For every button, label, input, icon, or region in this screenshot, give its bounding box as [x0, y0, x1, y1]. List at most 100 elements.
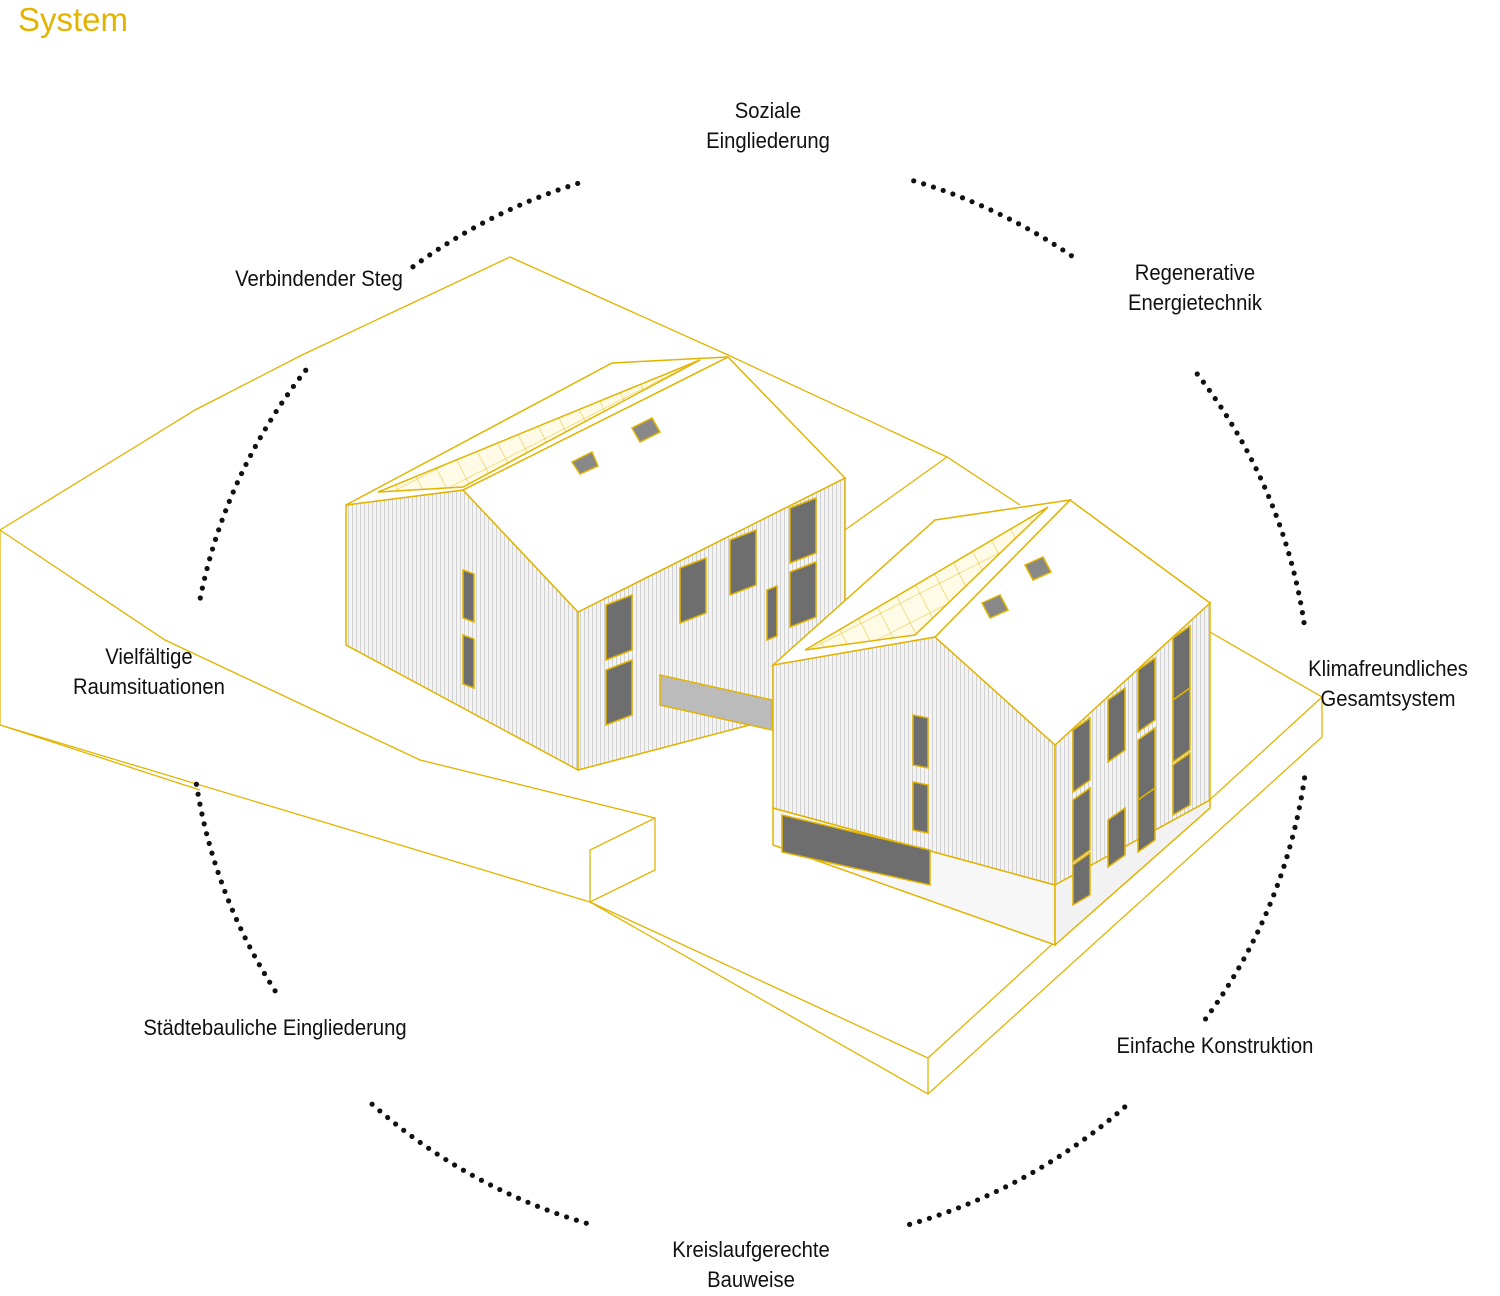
- dot: [1206, 387, 1212, 393]
- dot: [1021, 1174, 1027, 1180]
- dot: [1255, 929, 1261, 935]
- dot: [565, 184, 571, 190]
- dot: [222, 888, 228, 895]
- dot: [498, 211, 504, 217]
- dot: [1273, 512, 1279, 518]
- dot: [1276, 522, 1283, 528]
- dot: [1288, 560, 1295, 566]
- dot: [515, 1195, 522, 1201]
- dot: [256, 962, 262, 968]
- dot: [290, 383, 297, 390]
- dot: [206, 840, 212, 847]
- dot: [219, 517, 225, 523]
- dot: [252, 443, 258, 450]
- dot: [1039, 1164, 1045, 1170]
- dot: [267, 979, 273, 985]
- dot: [434, 1151, 440, 1157]
- dot: [197, 801, 203, 807]
- label-line: Kreislaufgerechte: [672, 1237, 830, 1262]
- dot: [238, 470, 245, 477]
- dot: [247, 944, 253, 950]
- dot: [1287, 844, 1293, 850]
- dot: [417, 1139, 423, 1146]
- dot: [444, 241, 450, 247]
- dot: [203, 831, 210, 837]
- dot: [262, 426, 269, 432]
- dot: [1248, 457, 1255, 463]
- dot: [1271, 892, 1277, 898]
- right-building: [770, 498, 1212, 947]
- dot: [1194, 371, 1200, 377]
- dot: [1012, 1179, 1018, 1185]
- dot: [936, 1212, 942, 1218]
- dot: [487, 1182, 494, 1188]
- dot: [209, 850, 215, 856]
- dot: [507, 206, 513, 213]
- dot: [238, 926, 244, 932]
- dot: [393, 1121, 399, 1127]
- dot: [1068, 253, 1074, 259]
- dot: [1292, 824, 1298, 830]
- dot: [573, 1217, 579, 1223]
- dot: [534, 1203, 541, 1209]
- dot: [1266, 493, 1272, 500]
- dot: [1200, 379, 1206, 385]
- label-line: Bauweise: [707, 1267, 795, 1292]
- dot: [247, 452, 254, 459]
- dot: [1296, 590, 1302, 596]
- dot: [525, 1199, 531, 1205]
- dot: [204, 565, 210, 572]
- dot: [222, 508, 229, 514]
- dot: [1280, 531, 1286, 537]
- dot: [385, 1114, 391, 1121]
- dot: [1003, 1184, 1009, 1190]
- dot: [1298, 795, 1304, 801]
- dot: [1289, 834, 1296, 840]
- dot: [303, 367, 309, 373]
- dot: [517, 202, 523, 208]
- dot: [1269, 503, 1276, 509]
- label-line: Eingliederung: [706, 128, 830, 153]
- dot: [1214, 999, 1220, 1005]
- dot: [984, 1193, 990, 1199]
- dot: [233, 916, 240, 923]
- dot: [1246, 947, 1252, 953]
- dot: [946, 1208, 952, 1215]
- dot: [435, 246, 441, 252]
- dot: [921, 181, 927, 187]
- dot: [410, 264, 416, 270]
- dot: [1033, 231, 1040, 237]
- dot: [216, 527, 222, 533]
- dot: [272, 988, 278, 994]
- dot: [1250, 938, 1256, 944]
- dot: [268, 417, 274, 423]
- dot: [1236, 965, 1242, 971]
- dot: [1281, 863, 1287, 869]
- dot: [451, 1162, 458, 1168]
- dot: [229, 907, 236, 913]
- dot: [978, 203, 985, 209]
- label-line: Einfache Konstruktion: [1116, 1033, 1314, 1058]
- dot: [497, 1186, 503, 1193]
- dotted-circle: [193, 178, 1308, 1227]
- dot: [426, 1145, 432, 1151]
- dot: [544, 1207, 550, 1213]
- dot: [955, 1205, 962, 1211]
- dot: [443, 1156, 449, 1163]
- dot: [1047, 1159, 1054, 1165]
- dot: [911, 178, 917, 184]
- dot: [1106, 1117, 1112, 1123]
- dot: [427, 252, 433, 258]
- dot: [243, 461, 249, 468]
- dot: [279, 400, 285, 406]
- dot: [202, 575, 208, 581]
- dot: [1225, 982, 1231, 988]
- dot: [199, 585, 205, 591]
- dot: [1241, 956, 1247, 962]
- dot: [1274, 882, 1280, 888]
- dot: [1073, 1142, 1079, 1148]
